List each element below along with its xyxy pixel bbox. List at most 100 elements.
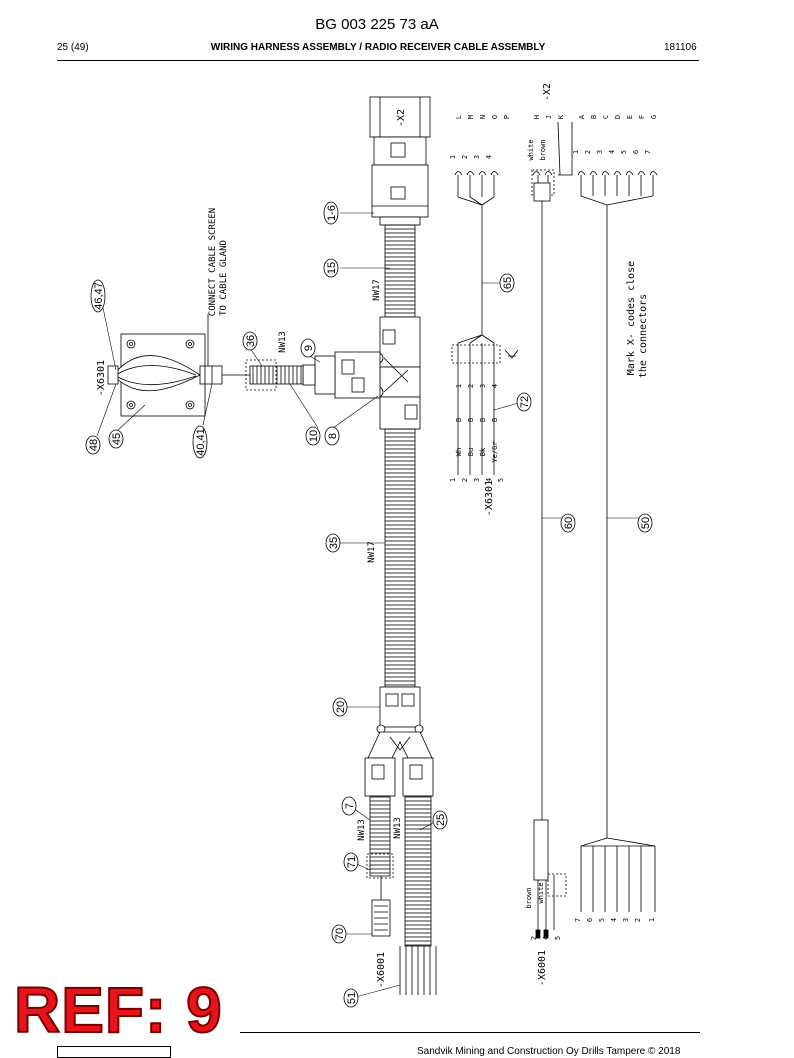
page-number: 25 (49)	[57, 42, 89, 53]
balloon-8	[324, 426, 340, 446]
hose-branch-right	[404, 795, 432, 947]
balloon-70	[331, 924, 347, 944]
balloon-72	[516, 392, 532, 412]
pin-letter: O	[491, 115, 499, 119]
pin-number: 4	[542, 936, 550, 940]
pin-number: 7	[574, 918, 582, 922]
balloon-48	[85, 435, 101, 455]
cable-50	[577, 171, 658, 912]
balloon-50	[637, 513, 653, 533]
note-close-connectors: the connectors	[638, 294, 649, 378]
pin-letter: K	[557, 114, 565, 119]
balloon-label: 15	[326, 262, 338, 274]
pin-number: 4	[491, 384, 499, 388]
x6301-box	[107, 314, 223, 417]
balloon-label: 46,47	[93, 282, 105, 310]
balloon-15	[323, 258, 339, 278]
balloon-label: 51	[346, 992, 358, 1004]
pin-number: 2	[530, 936, 538, 940]
pin-number: 1	[455, 384, 463, 388]
balloon-71	[343, 852, 359, 872]
balloon-65	[499, 273, 515, 293]
ref-stamp: REF: 9	[13, 974, 223, 1046]
hose-side	[249, 365, 304, 385]
pin-number: 3	[479, 384, 487, 388]
balloon-45	[108, 429, 124, 449]
pin-letter: M	[467, 115, 475, 119]
pin-number: 2	[461, 155, 469, 159]
pin-number: 5	[497, 478, 505, 482]
pin-number: 2	[467, 384, 475, 388]
balloon-label: 9	[303, 345, 315, 351]
balloon-10	[305, 426, 321, 446]
footer-rule	[240, 1032, 700, 1033]
y-splitter	[367, 686, 433, 759]
wire-color: brown	[525, 887, 533, 908]
balloon-label: 40,41	[195, 428, 207, 456]
note-cable-screen: CONNECT CABLE SCREEN	[208, 208, 218, 316]
pin-letter: L	[455, 115, 463, 119]
pin-number: 6	[632, 150, 640, 154]
balloon-60	[560, 513, 576, 533]
pin-number: 3	[473, 155, 481, 159]
pin-letter: E	[626, 115, 634, 119]
note-mark-codes: Mark X- codes close	[626, 261, 637, 375]
x2-plug-label: -X2	[396, 109, 407, 127]
pin-number: 2	[461, 478, 469, 482]
pin-number: 3	[473, 478, 481, 482]
pin-letter: G	[650, 115, 658, 119]
pin-number: 3	[596, 150, 604, 154]
balloon-label: 72	[519, 396, 531, 408]
x6001-label-a: -X6001	[376, 952, 387, 988]
document-title: WIRING HARNESS ASSEMBLY / RADIO RECEIVER…	[210, 42, 546, 53]
header-rule	[57, 60, 699, 61]
balloon-7	[341, 796, 357, 816]
pin-number: 4	[485, 478, 493, 482]
pin-number: 7	[644, 150, 652, 154]
pin-letter: B	[479, 418, 487, 422]
pin-letter: B	[590, 115, 598, 119]
cable-60	[531, 121, 573, 939]
pin-letter: P	[503, 115, 511, 119]
tee-junction	[302, 316, 421, 430]
balloon-label: 7	[344, 803, 356, 809]
pin-letter: D	[614, 115, 622, 119]
balloon-35	[325, 533, 341, 553]
pin-number: 4	[485, 155, 493, 159]
pin-letter: B	[455, 418, 463, 422]
wire-color: Ye/Gr	[491, 441, 499, 462]
pin-letter: B	[467, 418, 475, 422]
wire-color: Bu	[467, 448, 475, 456]
hose-size-nw17: NW17	[367, 541, 377, 563]
note-cable-gland: TO CABLE GLAND	[219, 240, 229, 316]
wire-color: white	[537, 882, 545, 903]
hose-size-nw13: NW13	[393, 817, 403, 839]
balloon-9	[300, 338, 316, 358]
balloon-label: 20	[335, 701, 347, 713]
pin-letter: A	[578, 114, 586, 119]
pin-number: 5	[554, 936, 562, 940]
pin-letter: F	[638, 115, 646, 119]
hose-size-nw13: NW13	[357, 819, 367, 841]
balloon-label: 50	[640, 517, 652, 529]
cable-65	[451, 171, 519, 475]
hose-branch-left	[369, 795, 391, 877]
balloon-label: 36	[245, 335, 257, 347]
hose-upper	[384, 224, 416, 318]
pin-number: 1	[572, 150, 580, 154]
pin-number: 1	[449, 478, 457, 482]
branch-right-coupler	[402, 757, 434, 797]
wire-color: Bk	[479, 447, 487, 456]
fanout-wires	[399, 946, 437, 995]
document-number: BG 003 225 73 aA	[315, 16, 439, 33]
pin-number: 1	[449, 155, 457, 159]
brand-logo-box	[57, 1046, 171, 1058]
balloon-25	[432, 810, 448, 830]
pin-number: 3	[622, 918, 630, 922]
hose-lower	[384, 428, 416, 688]
balloon-1-6	[323, 201, 339, 225]
balloon-label: 60	[563, 517, 575, 529]
balloon-label: 71	[346, 856, 358, 868]
balloon-51	[343, 988, 359, 1008]
branch-left-coupler	[364, 757, 396, 797]
